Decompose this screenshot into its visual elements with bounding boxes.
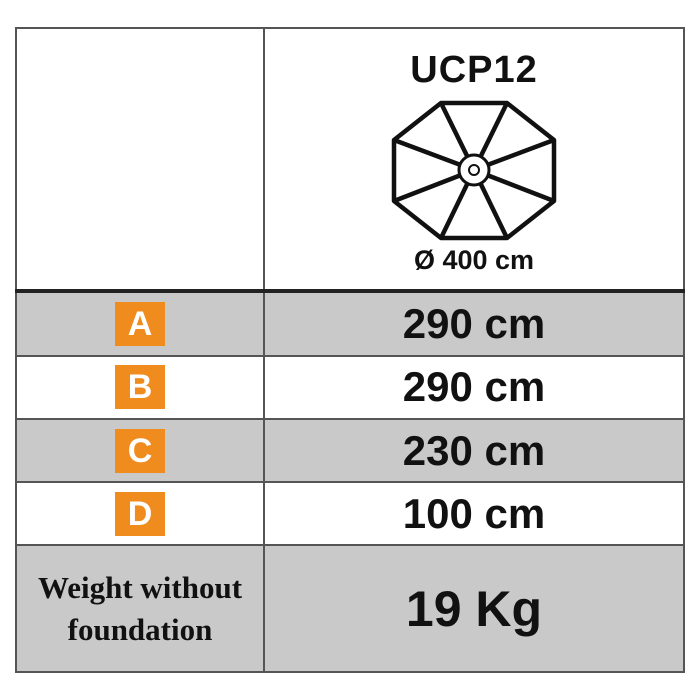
dimension-row-c: C 230 cm — [15, 417, 685, 484]
dimension-letter-cell: B — [15, 354, 265, 420]
model-diameter: Ø 400 cm — [413, 244, 535, 275]
octagonal-umbrella-canopy-icon — [391, 100, 557, 240]
weight-value-cell: 19 Kg — [263, 544, 685, 673]
header-empty-cell — [15, 26, 265, 293]
dimension-letter-cell: A — [15, 289, 265, 357]
dimension-value-c: 230 cm — [402, 426, 546, 474]
model-cell: UCP12 Ø 400 c — [263, 26, 685, 293]
dimension-badge-c: C — [115, 428, 165, 473]
model-name: UCP12 — [410, 48, 538, 91]
dimension-value-cell: 230 cm — [263, 417, 685, 484]
dimension-badge-b: B — [115, 365, 165, 410]
dimension-row-a: A 290 cm — [15, 289, 685, 357]
dimension-badge-d: D — [115, 491, 165, 536]
weight-label: Weight without foundation — [17, 567, 263, 651]
dimension-value-a: 290 cm — [402, 299, 546, 347]
dimension-badge-a: A — [115, 301, 165, 346]
weight-row: Weight without foundation 19 Kg — [15, 544, 685, 673]
weight-label-line1: Weight without — [37, 569, 243, 605]
dimension-letter-cell: C — [15, 417, 265, 484]
dimension-letter-cell: D — [15, 481, 265, 547]
dimension-row-b: B 290 cm — [15, 354, 685, 420]
dimension-value-cell: 290 cm — [263, 354, 685, 420]
dimension-value-b: 290 cm — [402, 363, 546, 411]
weight-label-line2: foundation — [67, 611, 213, 647]
dimension-row-d: D 100 cm — [15, 481, 685, 547]
spec-table: UCP12 Ø 400 c — [15, 26, 685, 673]
dimension-value-d: 100 cm — [402, 489, 546, 537]
dimension-value-cell: 100 cm — [263, 481, 685, 547]
header-row: UCP12 Ø 400 c — [15, 26, 685, 293]
weight-value: 19 Kg — [405, 580, 543, 637]
dimension-value-cell: 290 cm — [263, 289, 685, 357]
weight-label-cell: Weight without foundation — [15, 544, 265, 673]
